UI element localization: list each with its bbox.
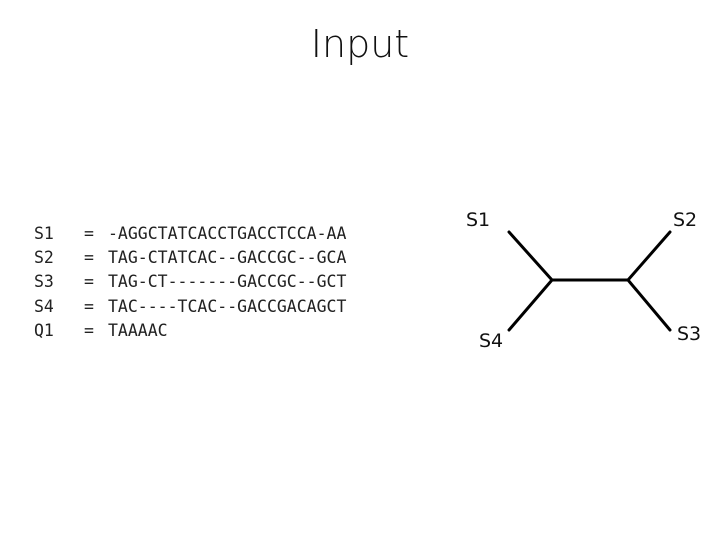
sequence-id: S2 [34,248,54,268]
tree-branch-s4 [507,278,554,332]
equals-sign: = [84,248,94,268]
sequence-id: S1 [34,224,54,243]
tree-branch-s1 [507,230,554,282]
tree-branch-s3 [626,278,672,332]
equals-sign: = [84,320,94,340]
sequence-row: S1 = -AGGCTATCACCTGACCTCCA-AA [34,222,346,246]
sequence-string: -AGGCTATCACCTGACCTCCA-AA [108,224,347,243]
sequence-id: Q1 [34,320,54,340]
sequence-string: TAAAAC [108,320,168,340]
sequence-id: S4 [34,296,54,316]
sequence-id: S3 [34,272,54,292]
equals-sign: = [84,296,94,316]
tree-branch-s2 [626,230,672,282]
sequence-string: TAG-CTATCAC--GACCGC--GCA [108,248,347,268]
sequence-row: Q1 = TAAAAC [34,319,346,343]
tree-leaf-label: S4 [479,330,504,352]
sequence-row: S4 = TAC----TCAC--GACCGACAGCT [34,295,346,319]
tree-leaf-label: S3 [677,323,702,345]
equals-sign: = [84,272,94,292]
sequence-row: S2 = TAG-CTATCAC--GACCGC--GCA [34,246,346,270]
tree-leaf-label: S1 [466,209,491,231]
sequence-alignment: S1 = -AGGCTATCACCTGACCTCCA-AA S2 = TAG-C… [34,222,346,343]
slide-title: Input [310,22,410,66]
tree-leaf-label: S2 [673,209,698,231]
sequence-row: S3 = TAG-CT-------GACCGC--GCT [34,270,346,294]
sequence-string: TAC----TCAC--GACCGACAGCT [108,296,347,316]
equals-sign: = [84,224,94,243]
sequence-string: TAG-CT-------GACCGC--GCT [108,272,347,292]
